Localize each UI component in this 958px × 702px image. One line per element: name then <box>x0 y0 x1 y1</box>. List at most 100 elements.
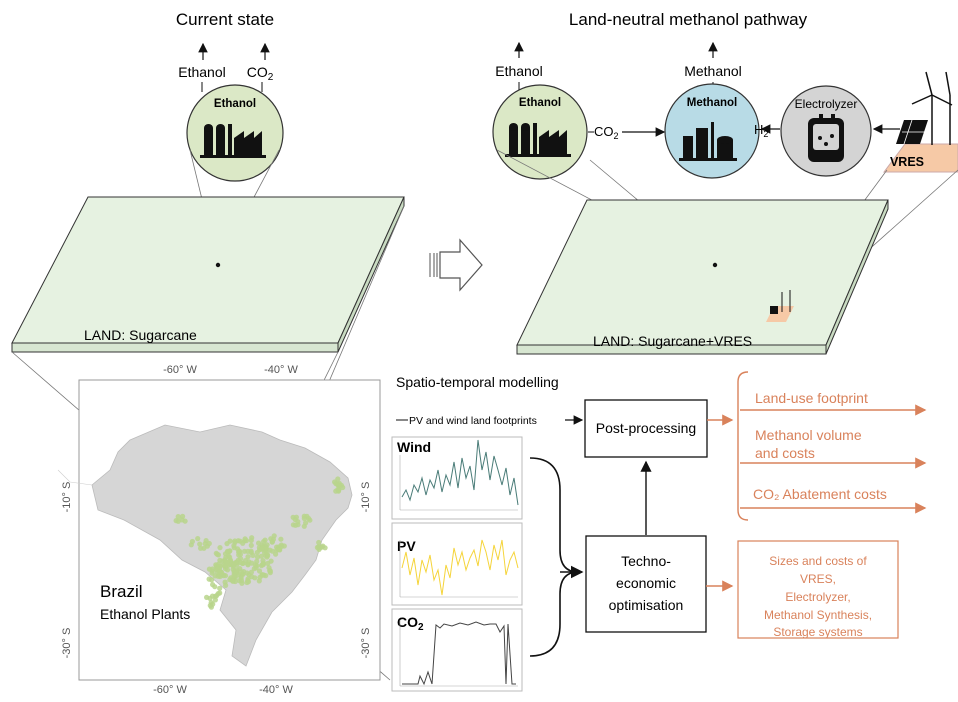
pathway-output-methanol: Methanol <box>684 63 742 79</box>
map-tick-bottom-east: -40° W <box>259 684 293 696</box>
ethanol-plant-dot <box>303 520 309 526</box>
co2-profile-panel: CO2 <box>391 608 523 692</box>
land-label-current: LAND: Sugarcane <box>84 327 197 343</box>
ethanol-plant-dot <box>238 569 244 575</box>
post-processing-label: Post-processing <box>596 420 696 436</box>
electrolyzer-label: Electrolyzer <box>795 97 858 111</box>
ethanol-plant-dot <box>242 536 248 542</box>
ethanol-plant-dot <box>244 570 250 576</box>
ethanol-plant-dot <box>231 545 237 551</box>
ethanol-plant-dot <box>206 566 212 572</box>
pv-profile-line <box>401 539 519 596</box>
pv-profile-label: PV <box>397 538 416 554</box>
ethanol-plant-dot <box>252 575 258 581</box>
ethanol-plant-dot <box>239 580 245 586</box>
ethanol-plant-dot <box>265 560 271 567</box>
ethanol-plant-dot <box>259 572 265 578</box>
ethanol-plant-dot <box>222 573 229 579</box>
ethanol-plant-dot <box>223 582 229 589</box>
post-processing-box <box>584 399 708 458</box>
ethanol-plant-dot <box>248 542 254 549</box>
map-tick-left-south: -30° S <box>61 628 73 659</box>
solar-panel-icon <box>896 119 928 145</box>
ethanol-plant-dot <box>250 552 256 559</box>
pathway-outputs: Ethanol Methanol <box>495 41 742 91</box>
ethanol-plant-dot <box>248 548 254 554</box>
ethanol-plant-dot <box>206 540 212 547</box>
ethanol-plant-dot <box>216 561 222 567</box>
h2-link-label: H2 <box>754 122 768 139</box>
ethanol-plant-dot <box>175 514 181 520</box>
ethanol-plant-dot <box>316 544 322 550</box>
wind-profile-panel: Wind <box>391 436 523 520</box>
map-tick-bottom-west: -60° W <box>153 684 187 696</box>
map-country-label: Brazil <box>100 582 143 601</box>
ethanol-plant-dot <box>292 522 299 528</box>
ethanol-plant-dot <box>238 575 244 581</box>
profile-connectors <box>529 457 584 657</box>
current-outputs: Ethanol CO2 <box>178 42 274 92</box>
ethanol-plant-dot <box>307 517 313 523</box>
ethanol-plant-dot <box>207 595 213 602</box>
ethanol-plant-dot <box>269 539 275 545</box>
land-slab-current: LAND: Sugarcane <box>11 196 405 353</box>
map-tick-left-north: -10° S <box>61 482 73 513</box>
current-output-ethanol: Ethanol <box>178 64 225 80</box>
ethanol-plant-dot <box>238 560 244 566</box>
sizes-line-2: VRES, <box>800 572 836 586</box>
ethanol-plant-dot <box>278 536 284 542</box>
sizes-line-5: Storage systems <box>773 625 862 639</box>
co2-link-label: CO2 <box>594 124 619 141</box>
results-brace <box>707 371 927 521</box>
ethanol-plant-dot <box>229 578 235 584</box>
ethanol-plant-dot <box>260 560 266 566</box>
ethanol-plant-dot <box>273 551 279 557</box>
sizes-box <box>737 540 899 639</box>
output-methanol-line1: Methanol volume <box>755 427 862 443</box>
ethanol-plant-dot <box>212 584 218 590</box>
ethanol-plant-dot <box>322 545 328 551</box>
ethanol-plant-dot <box>335 486 341 492</box>
current-output-co2: CO2 <box>247 64 274 83</box>
footprint-input-label: PV and wind land footprints <box>409 415 537 427</box>
co2-link: CO2 <box>588 124 666 141</box>
brazil-map: -60° W -40° W -60° W -40° W -10° S -30° … <box>57 364 381 696</box>
map-subtitle: Ethanol Plants <box>100 606 190 622</box>
ethanol-plant-dot <box>230 566 236 573</box>
wind-profile-line <box>401 439 519 506</box>
ethanol-plant-dot <box>209 577 215 583</box>
ethanol-plant-dot <box>198 545 204 551</box>
heading-current-state: Current state <box>176 10 274 29</box>
sizes-line-3: Electrolyzer, <box>785 590 850 604</box>
optimisation-box <box>585 535 707 633</box>
ethanol-plant-dot <box>175 518 181 524</box>
wind-turbine-icon <box>911 71 953 145</box>
ethanol-plant-dot <box>240 540 246 546</box>
ethanol-plant-dot <box>224 567 231 573</box>
ethanol-plant-dot <box>266 565 272 571</box>
ethanol-plant-dot <box>195 536 201 542</box>
refinery-icon <box>679 122 737 161</box>
ethanol-plant-dot <box>222 558 228 564</box>
sizes-line-4: Methanol Synthesis, <box>764 608 872 622</box>
ethanol-plant-dot <box>248 569 254 575</box>
optimisation-label-line2: economic <box>616 575 676 591</box>
land-slab-pathway: LAND: Sugarcane+VRES <box>516 199 889 355</box>
methanol-plant-label: Methanol <box>687 97 737 109</box>
pv-profile-panel: PV <box>391 522 523 606</box>
modelling-heading: Spatio-temporal modelling <box>396 374 559 390</box>
pathway-output-ethanol: Ethanol <box>495 63 542 79</box>
pathway-ethanol-plant: Ethanol <box>492 84 588 180</box>
output-methanol-line2: and costs <box>755 445 815 461</box>
ethanol-plant-dot <box>301 513 307 519</box>
map-tick-right-north: -10° S <box>360 482 372 513</box>
ethanol-plant-dot <box>207 602 213 609</box>
ethanol-plant-dot <box>256 568 263 574</box>
ethanol-plant-dot <box>245 554 251 560</box>
ethanol-plant-dot <box>189 538 195 545</box>
ethanol-plant-dot <box>213 550 219 556</box>
ethanol-plant-dot <box>258 546 264 552</box>
ethanol-plant-dot <box>267 547 273 553</box>
land-label-pathway: LAND: Sugarcane+VRES <box>593 333 752 349</box>
optimisation-label-line3: optimisation <box>609 597 684 613</box>
